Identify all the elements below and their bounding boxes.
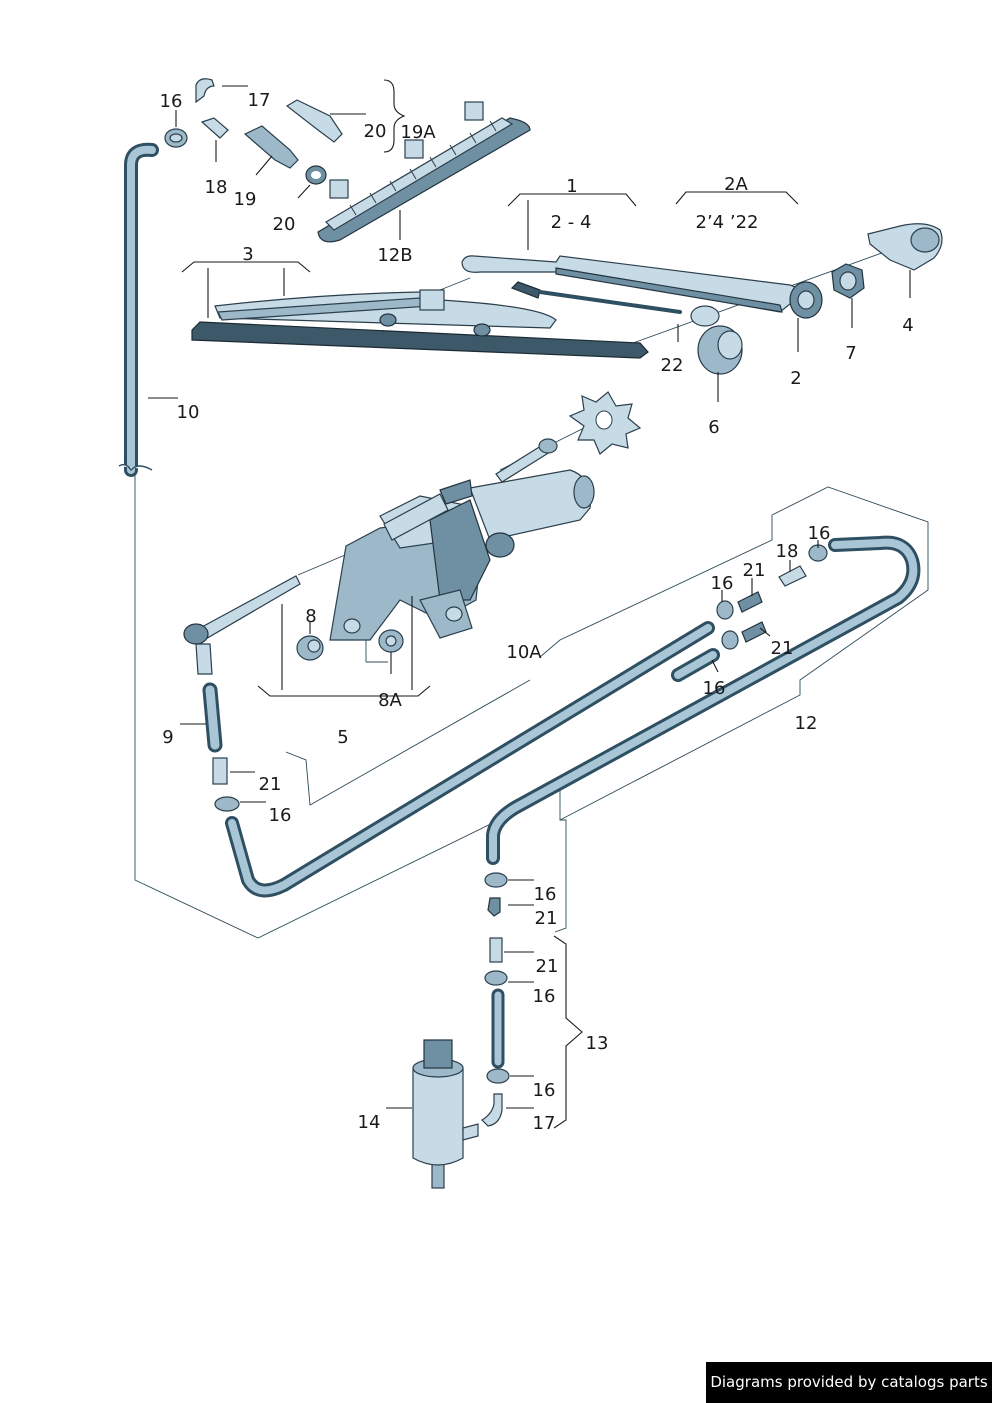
callout-12b: 12B [377, 245, 412, 266]
callout-20-upper: 20 [364, 121, 387, 142]
elbow-17-icon [481, 1093, 503, 1127]
callout-17-lower: 17 [533, 1113, 556, 1134]
motor-housing-icon [469, 469, 592, 541]
lower-connectors [481, 872, 510, 1127]
callout-2: 2 [790, 368, 801, 389]
callout-2a: 2A [724, 174, 748, 195]
callout-21-right-low: 21 [771, 638, 794, 659]
callout-20-lower: 20 [273, 214, 296, 235]
hose-10a [225, 621, 715, 898]
callout-14: 14 [358, 1112, 381, 1133]
clamp-16-icon [214, 796, 240, 812]
hose-9 [202, 682, 223, 753]
callout-12: 12 [795, 713, 818, 734]
callout-16-right-low: 16 [703, 678, 726, 699]
callout-21-right-top: 21 [743, 560, 766, 581]
callout-3: 3 [242, 244, 253, 265]
spindle-shaft [495, 438, 558, 483]
wiper-arm-1 [461, 255, 823, 327]
nozzle-connector-icon [200, 117, 229, 139]
hose-10 [118, 142, 159, 477]
callout-10a: 10A [506, 642, 542, 663]
callout-16-right-top: 16 [808, 523, 831, 544]
callout-16-lower-1: 16 [534, 884, 557, 905]
callout-17-top: 17 [248, 90, 271, 111]
callout-5: 5 [337, 727, 348, 748]
callout-22: 22 [661, 355, 684, 376]
callout-1: 1 [566, 176, 577, 197]
callout-labels: 1 2A 2 - 4 2’4 ’22 3 12B 16 17 18 19 19A… [160, 90, 914, 1134]
connector-21-icon [212, 757, 228, 785]
leader-lines [148, 79, 911, 1129]
top-fittings-group [164, 78, 343, 185]
callout-21-left: 21 [259, 774, 282, 795]
credit-text: Diagrams provided by catalogs parts [710, 1373, 988, 1391]
callout-16-left: 16 [269, 805, 292, 826]
jet-20-icon [285, 99, 343, 143]
callout-8: 8 [305, 606, 316, 627]
short-hose-segment [671, 648, 720, 682]
callout-9: 9 [162, 727, 173, 748]
spray-bar-12b [317, 101, 531, 243]
nuts-8-8a [296, 629, 404, 661]
callout-16-top: 16 [160, 91, 183, 112]
wiper-motor-5 [329, 469, 595, 641]
callout-2-4: 2 - 4 [551, 212, 592, 233]
callout-16-lower-2: 16 [533, 986, 556, 1007]
linkage-rod [183, 575, 301, 675]
callout-18-right: 18 [776, 541, 799, 562]
callout-13: 13 [586, 1033, 609, 1054]
washer-jet-19-icon [243, 125, 299, 169]
callout-19: 19 [234, 189, 257, 210]
hose-12 [486, 535, 921, 865]
credit-banner: Diagrams provided by catalogs parts [706, 1362, 992, 1403]
washer-pump-14 [412, 1039, 479, 1189]
elbow-connector-icon [195, 78, 215, 104]
callout-21-lower-1: 21 [535, 908, 558, 929]
callout-18-top: 18 [205, 177, 228, 198]
callout-10: 10 [177, 402, 200, 423]
callout-16-right-mid: 16 [711, 573, 734, 594]
wiper-blade-3 [191, 289, 649, 359]
callout-4: 4 [902, 315, 913, 336]
callout-8a: 8A [378, 690, 402, 711]
callout-6: 6 [708, 417, 719, 438]
callout-19a: 19A [400, 122, 436, 143]
callout-2-4-22: 2’4 ’22 [696, 212, 759, 233]
right-connectors [716, 544, 828, 650]
left-low-connectors [212, 757, 240, 812]
callout-16-lower-3: 16 [533, 1080, 556, 1101]
callout-21-lower-2: 21 [536, 956, 559, 977]
callout-7: 7 [845, 343, 856, 364]
arm-mount-parts [568, 223, 943, 455]
